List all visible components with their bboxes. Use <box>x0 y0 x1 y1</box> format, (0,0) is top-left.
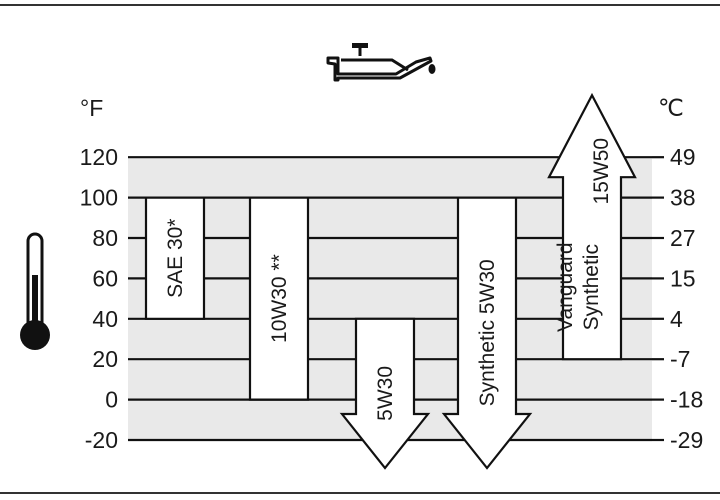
oil-bar-shape <box>248 196 310 401</box>
right-tick-label: -7 <box>670 346 690 372</box>
right-axis-ticks: 49 38 27 15 4 -7 -18 -29 <box>652 144 703 453</box>
oil-bar: 10W30 ** <box>248 196 310 401</box>
left-tick-label: 120 <box>80 144 118 170</box>
oil-bar-label: 5W30 <box>374 366 397 421</box>
left-tick-label: 100 <box>80 185 118 211</box>
left-tick-label: 60 <box>92 265 118 291</box>
oil-bar-shape <box>547 92 637 361</box>
oil-bar-shape <box>441 196 533 470</box>
right-tick-label: 27 <box>670 225 696 251</box>
right-axis-unit: ℃ <box>658 95 684 121</box>
oil-can-icon <box>326 43 436 82</box>
oil-bar: SAE 30* <box>144 196 206 320</box>
oil-bar-shape <box>339 317 431 470</box>
left-tick-label: -20 <box>85 427 118 453</box>
left-axis-ticks: 120 100 80 60 40 20 0 -20 <box>80 144 118 453</box>
oil-bar: 5W30 <box>339 317 431 470</box>
left-tick-label: 80 <box>92 225 118 251</box>
oil-bar-label: 15W50 <box>590 138 613 205</box>
oil-bar: Synthetic 5W30 <box>441 196 533 470</box>
left-tick-label: 40 <box>92 306 118 332</box>
right-tick-label: 49 <box>670 144 696 170</box>
thermometer-icon <box>20 232 50 350</box>
oil-range-bars: SAE 30* 10W30 ** 5W30 Synthetic 5W30 Vanguar… <box>144 92 637 470</box>
right-tick-label: -18 <box>670 387 703 413</box>
right-tick-label: 15 <box>670 265 696 291</box>
left-tick-label: 20 <box>92 346 118 372</box>
right-tick-label: 4 <box>670 306 683 332</box>
oil-bar-label: 10W30 ** <box>268 254 291 343</box>
right-tick-label: -29 <box>670 427 703 453</box>
right-tick-label: 38 <box>670 185 696 211</box>
oil-bar-label: SAE 30* <box>164 219 187 298</box>
left-tick-label: 0 <box>105 387 118 413</box>
oil-bar-label: Synthetic <box>580 244 603 330</box>
oil-bar-label: Vanguard <box>554 242 577 332</box>
oil-bar-label: Synthetic 5W30 <box>476 259 499 406</box>
oil-bar-shape <box>144 196 206 320</box>
left-axis-unit: °F <box>80 95 103 121</box>
